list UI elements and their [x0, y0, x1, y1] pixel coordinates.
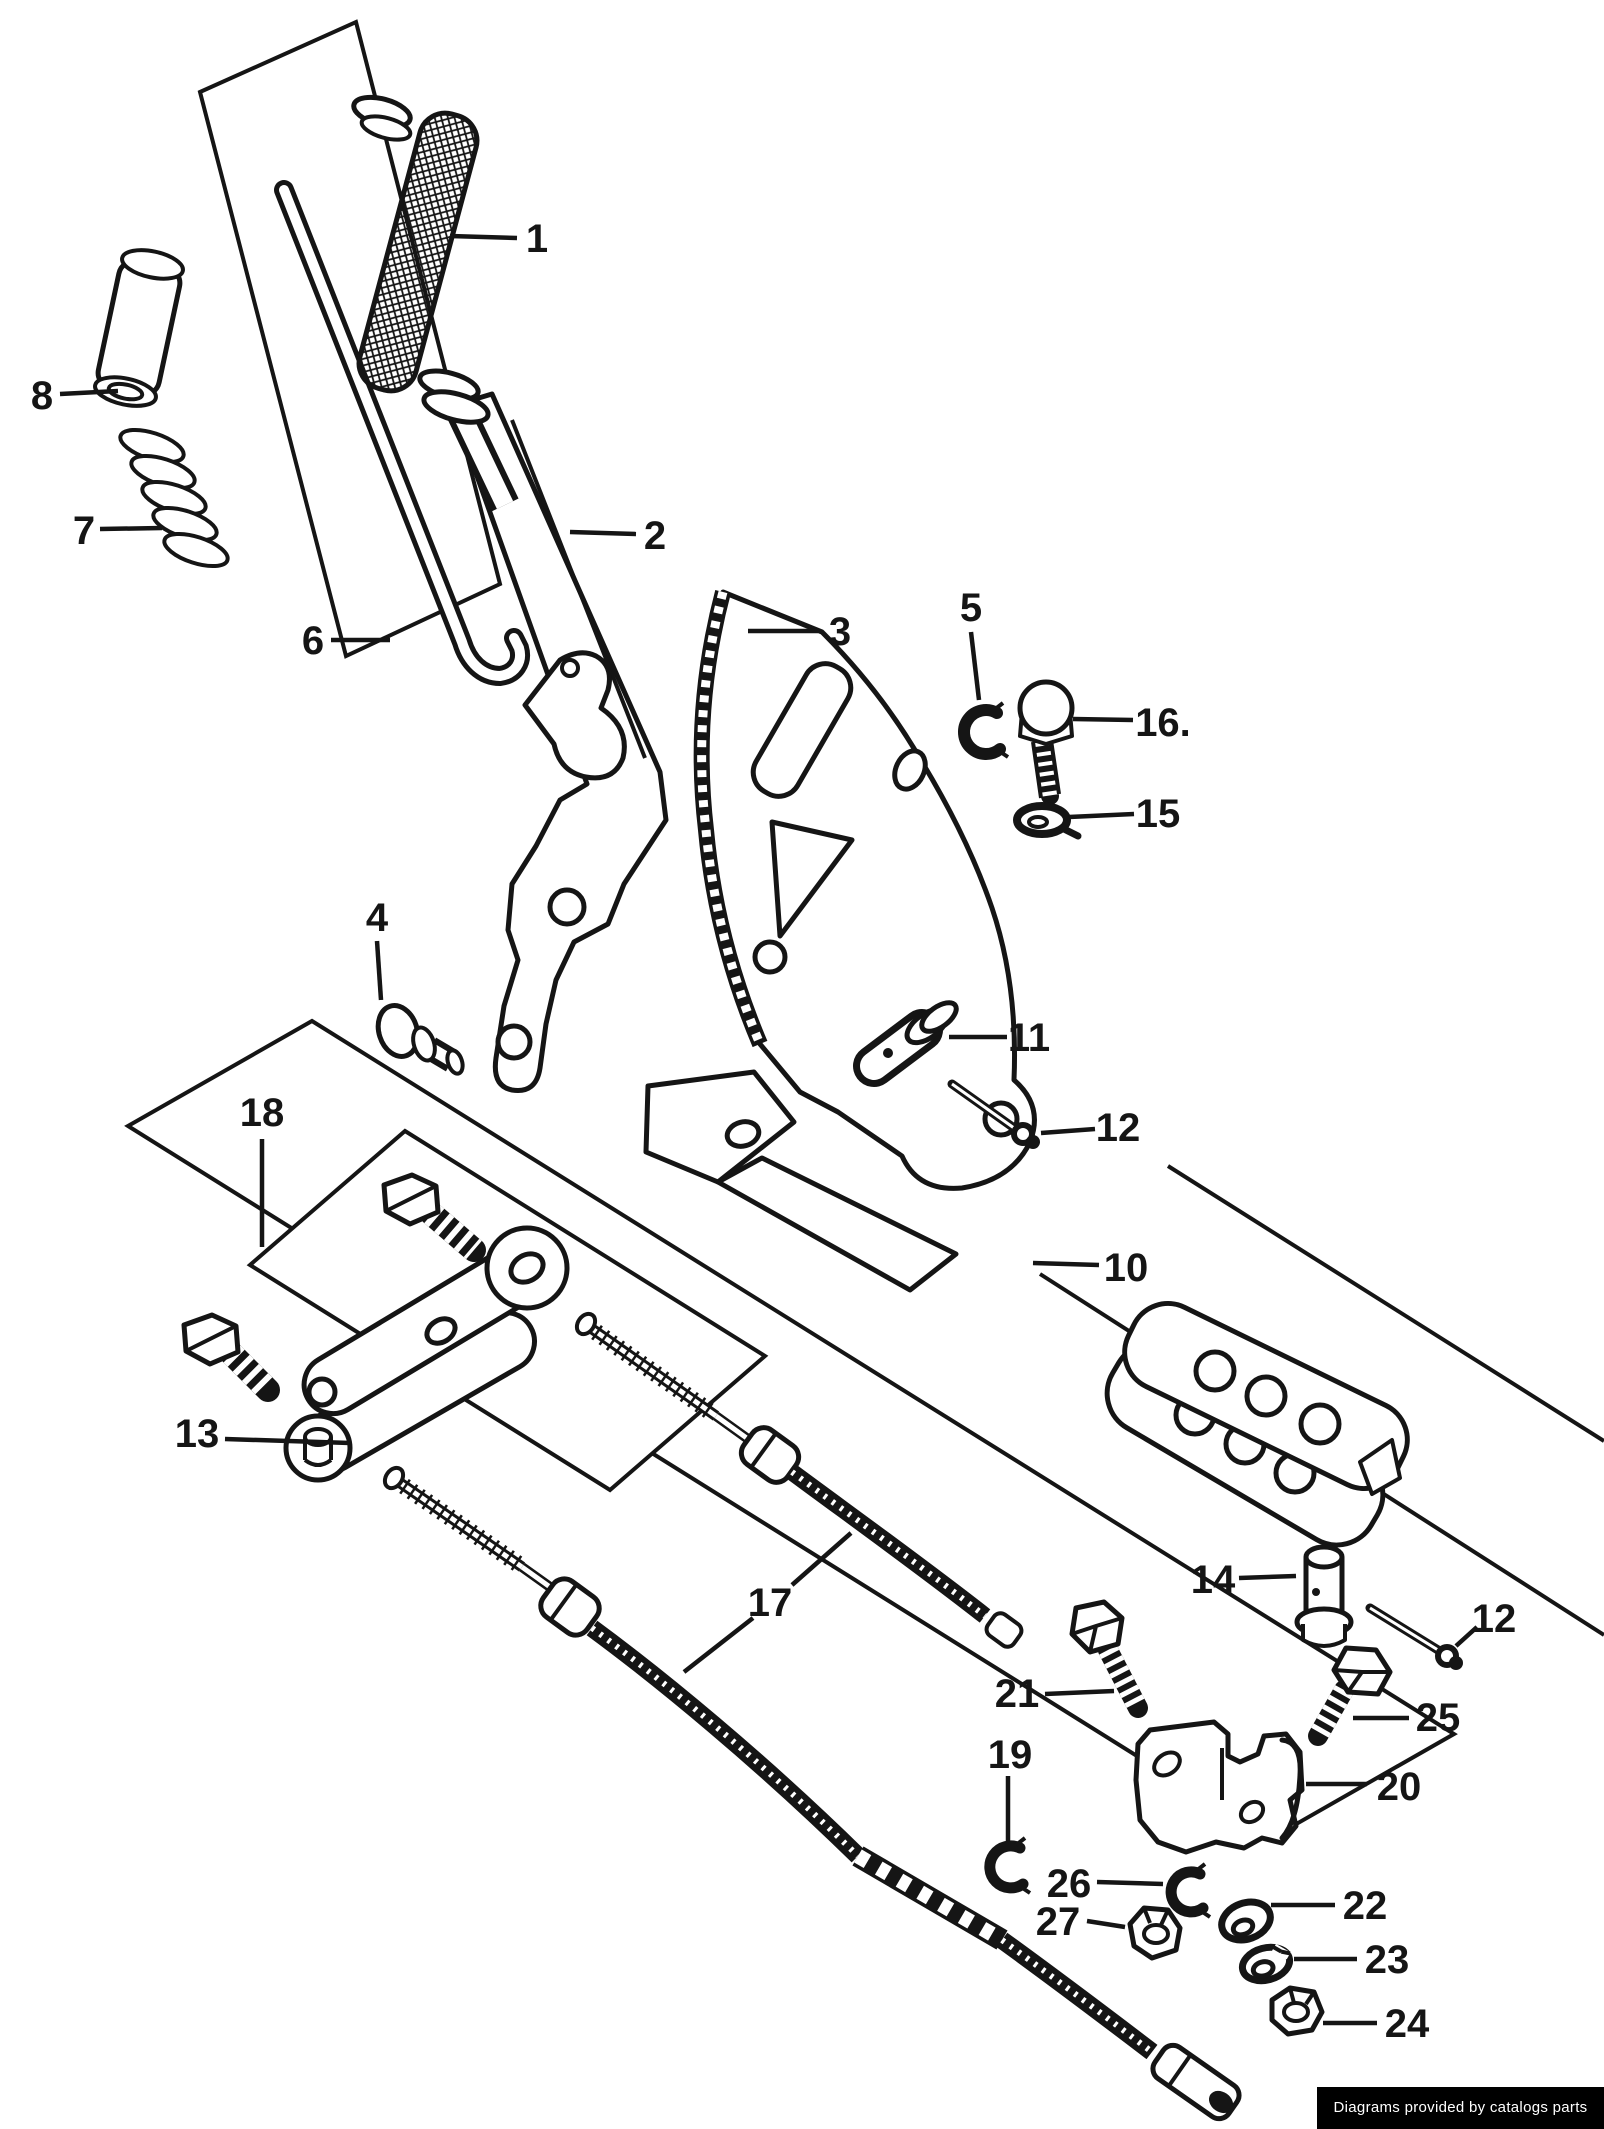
svg-text:10: 10: [1104, 1246, 1149, 1290]
callout-15: 15: [1068, 792, 1181, 836]
part-12-cotter-pin-lower: [1365, 1603, 1463, 1670]
svg-text:18: 18: [240, 1091, 285, 1135]
callout-1: 1: [449, 217, 548, 261]
part-25-bolt: [1308, 1645, 1393, 1746]
callout-13: 13: [175, 1412, 351, 1456]
part-11-clevis-pin: [853, 1000, 959, 1087]
callout-6: 6: [302, 619, 390, 663]
equalizer-roller: [283, 1413, 353, 1483]
svg-text:11: 11: [1008, 1016, 1050, 1060]
callout-20: 20: [1306, 1765, 1421, 1809]
part-6-pull-rod: [274, 180, 530, 687]
callout-27: 27: [1036, 1900, 1126, 1944]
svg-text:22: 22: [1343, 1884, 1388, 1928]
svg-text:23: 23: [1365, 1938, 1410, 1982]
svg-text:6: 6: [302, 619, 324, 663]
callout-24: 24: [1323, 2002, 1430, 2046]
footer-credit: Diagrams provided by catalogs parts: [1317, 2087, 1604, 2129]
svg-text:5: 5: [960, 586, 982, 630]
svg-text:27: 27: [1036, 1900, 1081, 1944]
callout-4: 4: [366, 896, 389, 1001]
callout-22: 22: [1271, 1884, 1387, 1928]
svg-text:14: 14: [1191, 1558, 1236, 1602]
part-8-bushing: [93, 248, 185, 408]
callout-25: 25: [1353, 1696, 1460, 1740]
callout-26: 26: [1047, 1862, 1164, 1906]
lever-upper-hole: [547, 887, 587, 927]
svg-text:12: 12: [1472, 1597, 1517, 1641]
panel-right-edge-1: [1166, 1164, 1604, 1443]
svg-text:16.: 16.: [1135, 701, 1191, 745]
callout-11: 11: [949, 1016, 1050, 1060]
part-23-lock-washer: [1238, 1943, 1294, 1985]
callout-16: 16.: [1072, 701, 1191, 745]
callout-12: 12: [1040, 1106, 1141, 1150]
callout-14: 14: [1191, 1558, 1297, 1602]
callout-18: 18: [240, 1091, 285, 1247]
svg-text:3: 3: [829, 610, 851, 654]
lever-lower-hole: [495, 1023, 533, 1061]
part-18-bolts: [181, 1172, 486, 1402]
part-17-cables: [382, 1311, 1242, 2122]
svg-text:1: 1: [526, 217, 548, 261]
svg-text:8: 8: [31, 374, 53, 418]
svg-text:2: 2: [644, 514, 666, 558]
part-27-nut: [1127, 1905, 1183, 1961]
part-15-lock-washer: [1013, 802, 1082, 840]
grip-bottom-rings: [417, 368, 491, 425]
svg-text:15: 15: [1136, 792, 1181, 836]
callout-19: 19: [988, 1733, 1033, 1841]
callout-3: 3: [748, 610, 851, 654]
svg-text:26: 26: [1047, 1862, 1092, 1906]
svg-text:12: 12: [1096, 1106, 1141, 1150]
part-7-spring: [118, 427, 230, 569]
rod-tail: [1358, 1438, 1402, 1496]
cable-end-fitting: [1150, 2042, 1242, 2122]
cable-rear: [382, 1465, 1242, 2122]
part-14-clevis-pin: [1294, 1544, 1354, 1648]
svg-text:19: 19: [988, 1733, 1033, 1777]
part-26-e-clip: [1165, 1862, 1212, 1919]
part-13-equalizer: [283, 1225, 570, 1483]
part-12-cotter-pin-upper: [947, 1079, 1040, 1149]
cable-front: [574, 1311, 1024, 1649]
callout-21: 21: [995, 1672, 1115, 1716]
callout-23: 23: [1294, 1938, 1409, 1982]
callout-2: 2: [569, 514, 666, 558]
svg-text:4: 4: [366, 896, 389, 940]
svg-text:24: 24: [1385, 2002, 1430, 2046]
callout-7: 7: [73, 509, 163, 553]
callout-12: 12: [1454, 1597, 1517, 1648]
part-4-pin: [375, 1003, 465, 1076]
part-24-nut: [1269, 1985, 1325, 2037]
svg-text:7: 7: [73, 509, 95, 553]
rod-strap: [715, 1155, 959, 1293]
svg-text:13: 13: [175, 1412, 220, 1456]
callout-17: 17: [682, 1531, 853, 1674]
part-20-bracket: [1133, 1719, 1305, 1855]
part-21-bolt: [1069, 1599, 1148, 1718]
callout-8: 8: [31, 374, 119, 418]
part-10-brake-rod: [643, 1069, 1410, 1548]
part-22-washer: [1218, 1898, 1274, 1944]
callout-5: 5: [960, 586, 982, 701]
part-19-clip: [984, 1836, 1032, 1895]
svg-text:20: 20: [1377, 1765, 1422, 1809]
ratchet-pawl: [522, 650, 627, 781]
part-1-handle-grip: [351, 94, 519, 512]
svg-text:25: 25: [1416, 1696, 1461, 1740]
part-16-bolt: [1017, 679, 1075, 805]
svg-text:21: 21: [995, 1672, 1040, 1716]
callout-10: 10: [1032, 1246, 1149, 1290]
rod-blade: [643, 1069, 797, 1185]
lever-inner-lip: [510, 419, 647, 759]
part-5-e-clip: [958, 701, 1010, 761]
svg-text:17: 17: [748, 1581, 793, 1625]
